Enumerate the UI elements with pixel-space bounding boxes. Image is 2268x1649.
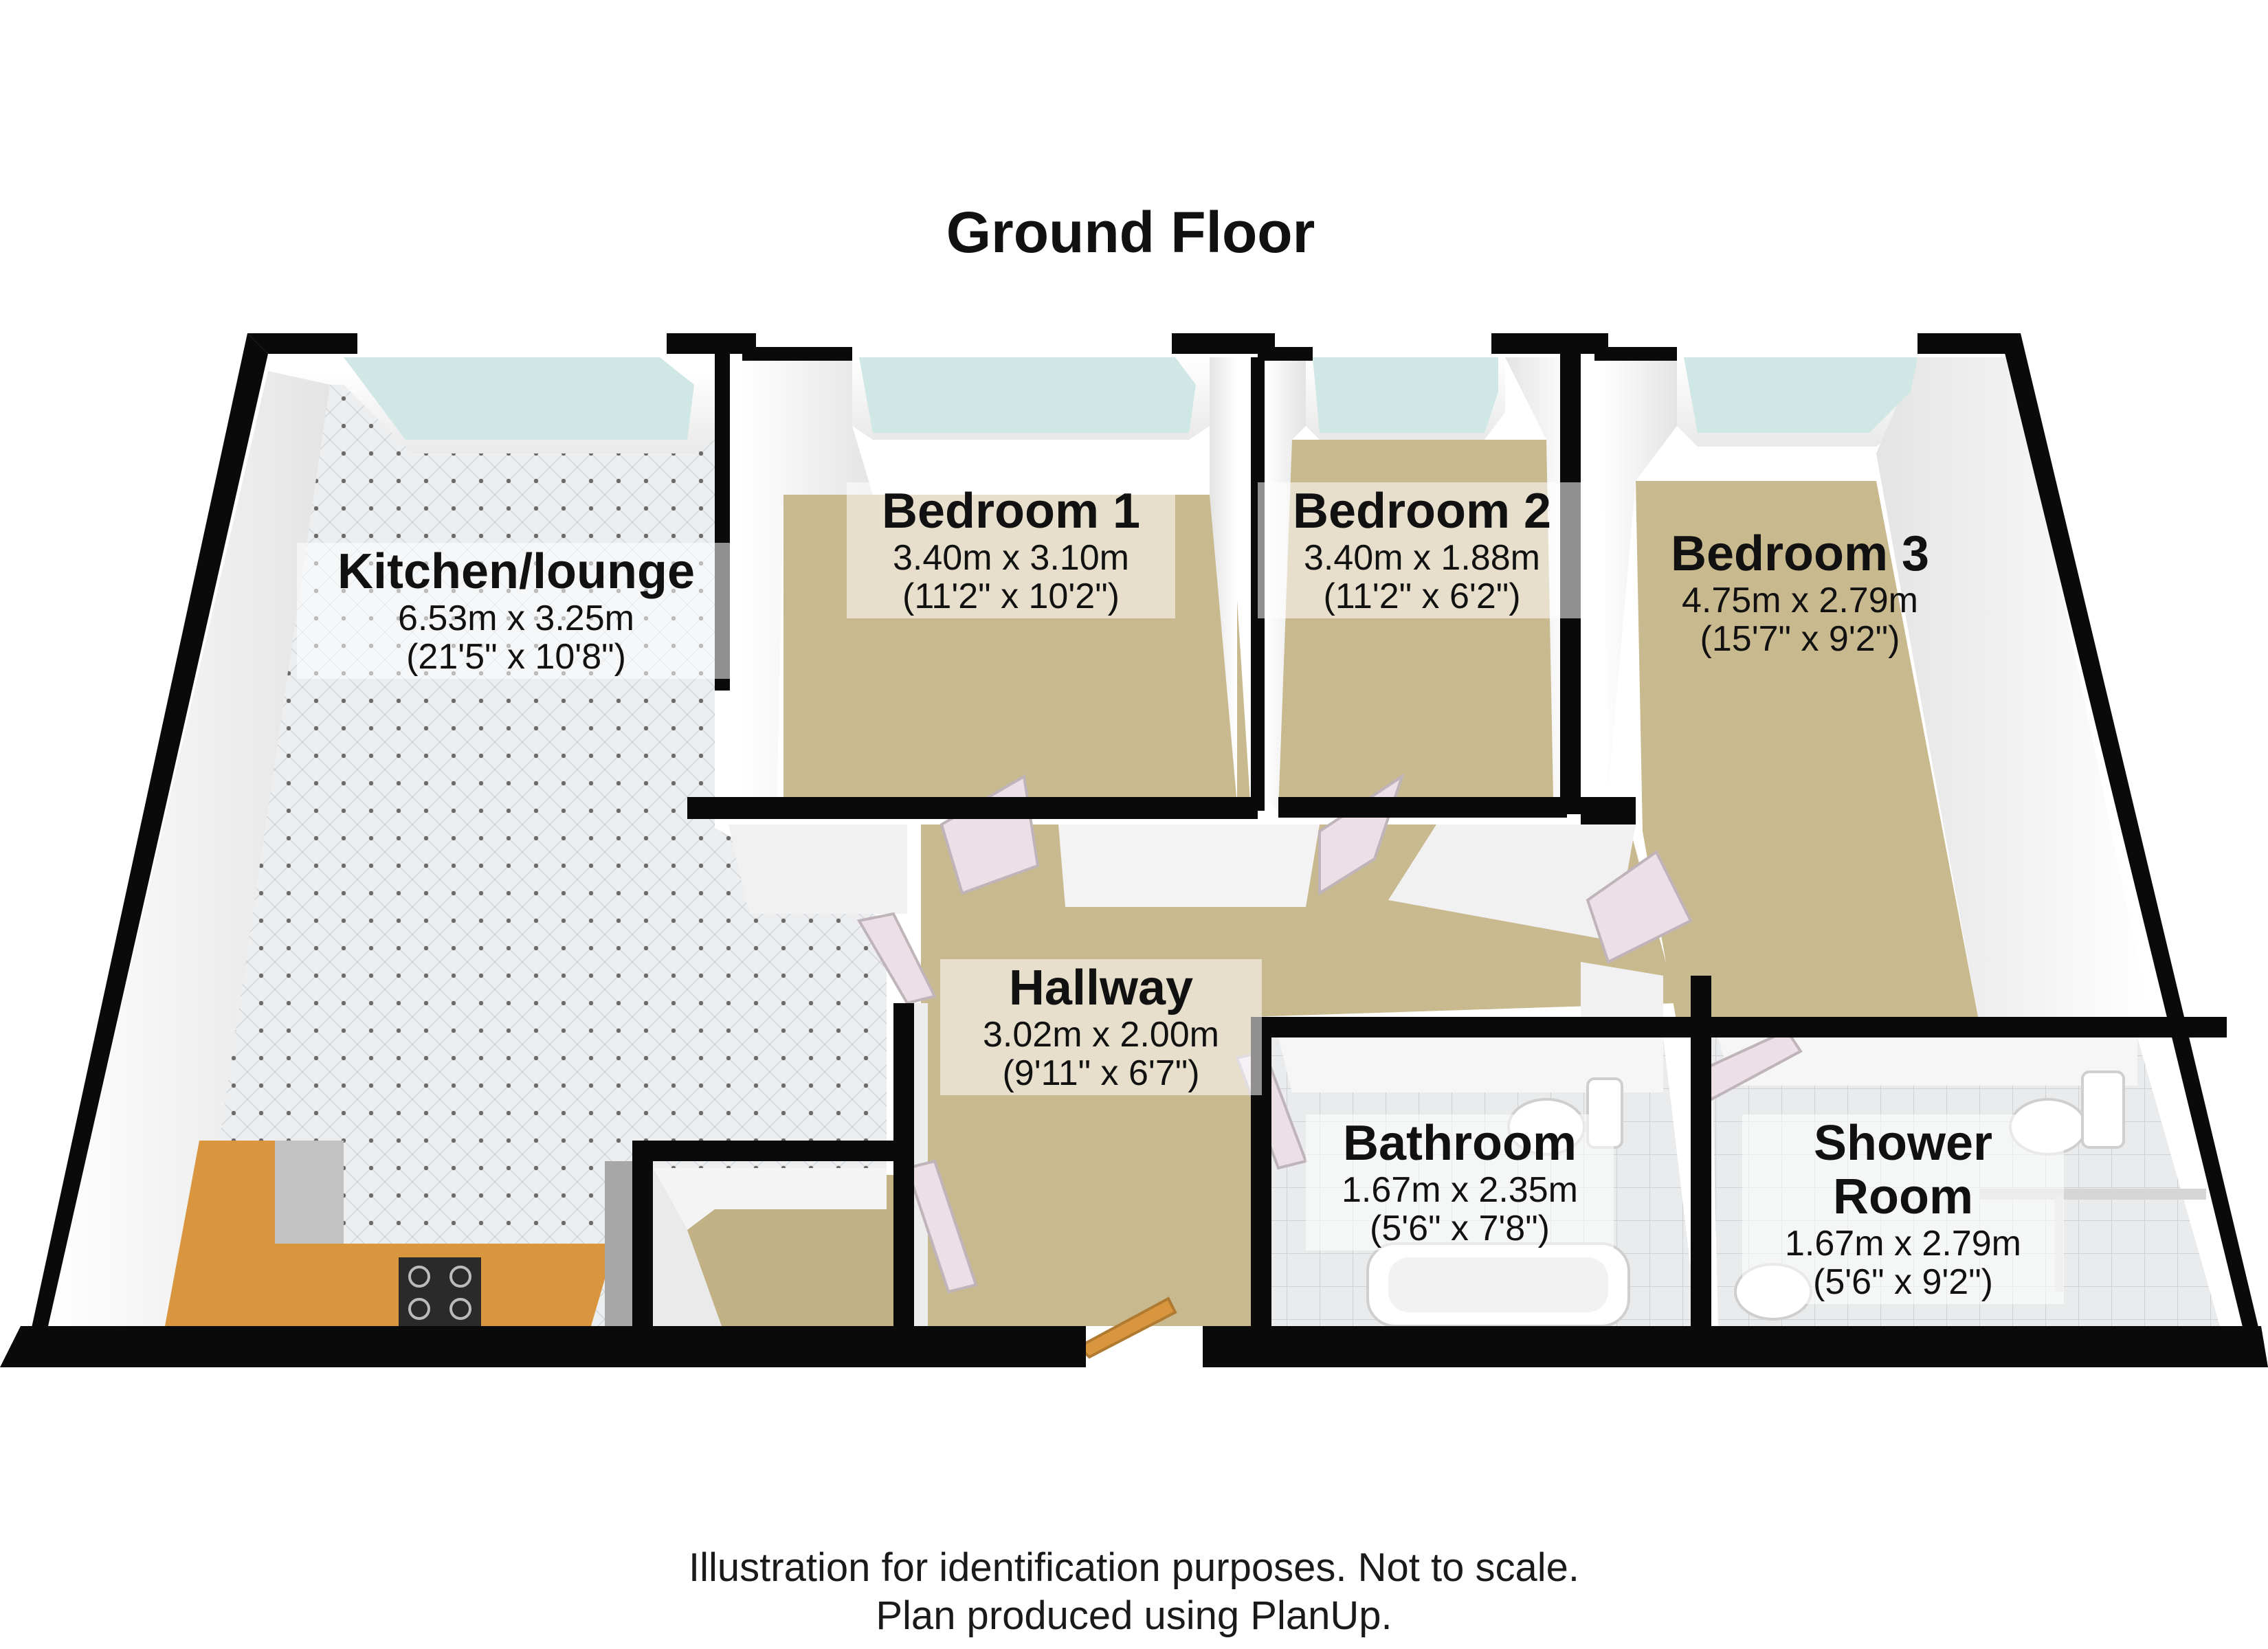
label-bathroom: Bathroom 1.67m x 2.35m (5'6" x 7'8") [1306,1114,1614,1251]
room-metric: 1.67m x 2.35m [1342,1169,1578,1210]
window-bedroom1 [859,357,1196,433]
room-name: Bedroom 3 [1670,526,1930,581]
worktop [165,1141,639,1326]
room-imperial: (21'5" x 10'8") [406,636,626,677]
kitchen-units [165,1141,639,1326]
disclaimer: Illustration for identification purposes… [689,1545,1579,1590]
room-metric: 3.02m x 2.00m [983,1014,1219,1055]
window-bedroom2 [1313,357,1498,433]
room-metric: 3.40m x 1.88m [1304,537,1540,578]
hallway-floor [921,824,1677,1326]
windows [344,357,1917,440]
room-name: Bedroom 2 [1292,484,1552,539]
room-metric: 3.40m x 3.10m [893,537,1129,578]
credit: Plan produced using PlanUp. [876,1593,1392,1638]
room-imperial: (5'6" x 9'2") [1813,1261,1993,1302]
room-metric: 6.53m x 3.25m [398,598,634,638]
label-bedroom2: Bedroom 2 3.40m x 1.88m (11'2" x 6'2") [1258,482,1586,619]
room-metric: 1.67m x 2.79m [1785,1223,2021,1264]
room-name: Bedroom 1 [881,484,1141,539]
label-shower-room: Shower Room 1.67m x 2.79m (5'6" x 9'2") [1742,1114,2064,1304]
window-bedroom3 [1684,357,1917,433]
room-name: Bathroom [1343,1116,1577,1171]
label-kitchen: Kitchen/lounge 6.53m x 3.25m (21'5" x 10… [297,543,735,680]
label-bedroom3: Bedroom 3 4.75m x 2.79m (15'7" x 9'2") [1636,525,1964,661]
room-name: Hallway [1008,961,1194,1016]
floor-title: Ground Floor [946,200,1315,265]
room-imperial: (11'2" x 6'2") [1323,576,1521,616]
label-bedroom1: Bedroom 1 3.40m x 3.10m (11'2" x 10'2") [847,482,1175,619]
room-metric: 4.75m x 2.79m [1682,580,1918,620]
cupboard-floor [653,1175,921,1326]
room-name-line2: Room [1833,1169,1973,1224]
door-bedroom3 [1586,850,1693,964]
room-name-line1: Shower [1813,1116,1993,1171]
room-name: Kitchen/lounge [337,544,695,599]
room-imperial: (5'6" x 7'8") [1370,1208,1550,1248]
label-hallway: Hallway 3.02m x 2.00m (9'11" x 6'7") [940,959,1262,1096]
room-imperial: (11'2" x 10'2") [902,576,1120,616]
room-imperial: (15'7" x 9'2") [1700,618,1900,659]
door-kitchen [856,912,937,1005]
window-kitchen [344,357,694,440]
room-imperial: (9'11" x 6'7") [1002,1053,1200,1093]
door-cupboard [905,1159,978,1294]
bedroom3-floor [1636,481,1979,1024]
